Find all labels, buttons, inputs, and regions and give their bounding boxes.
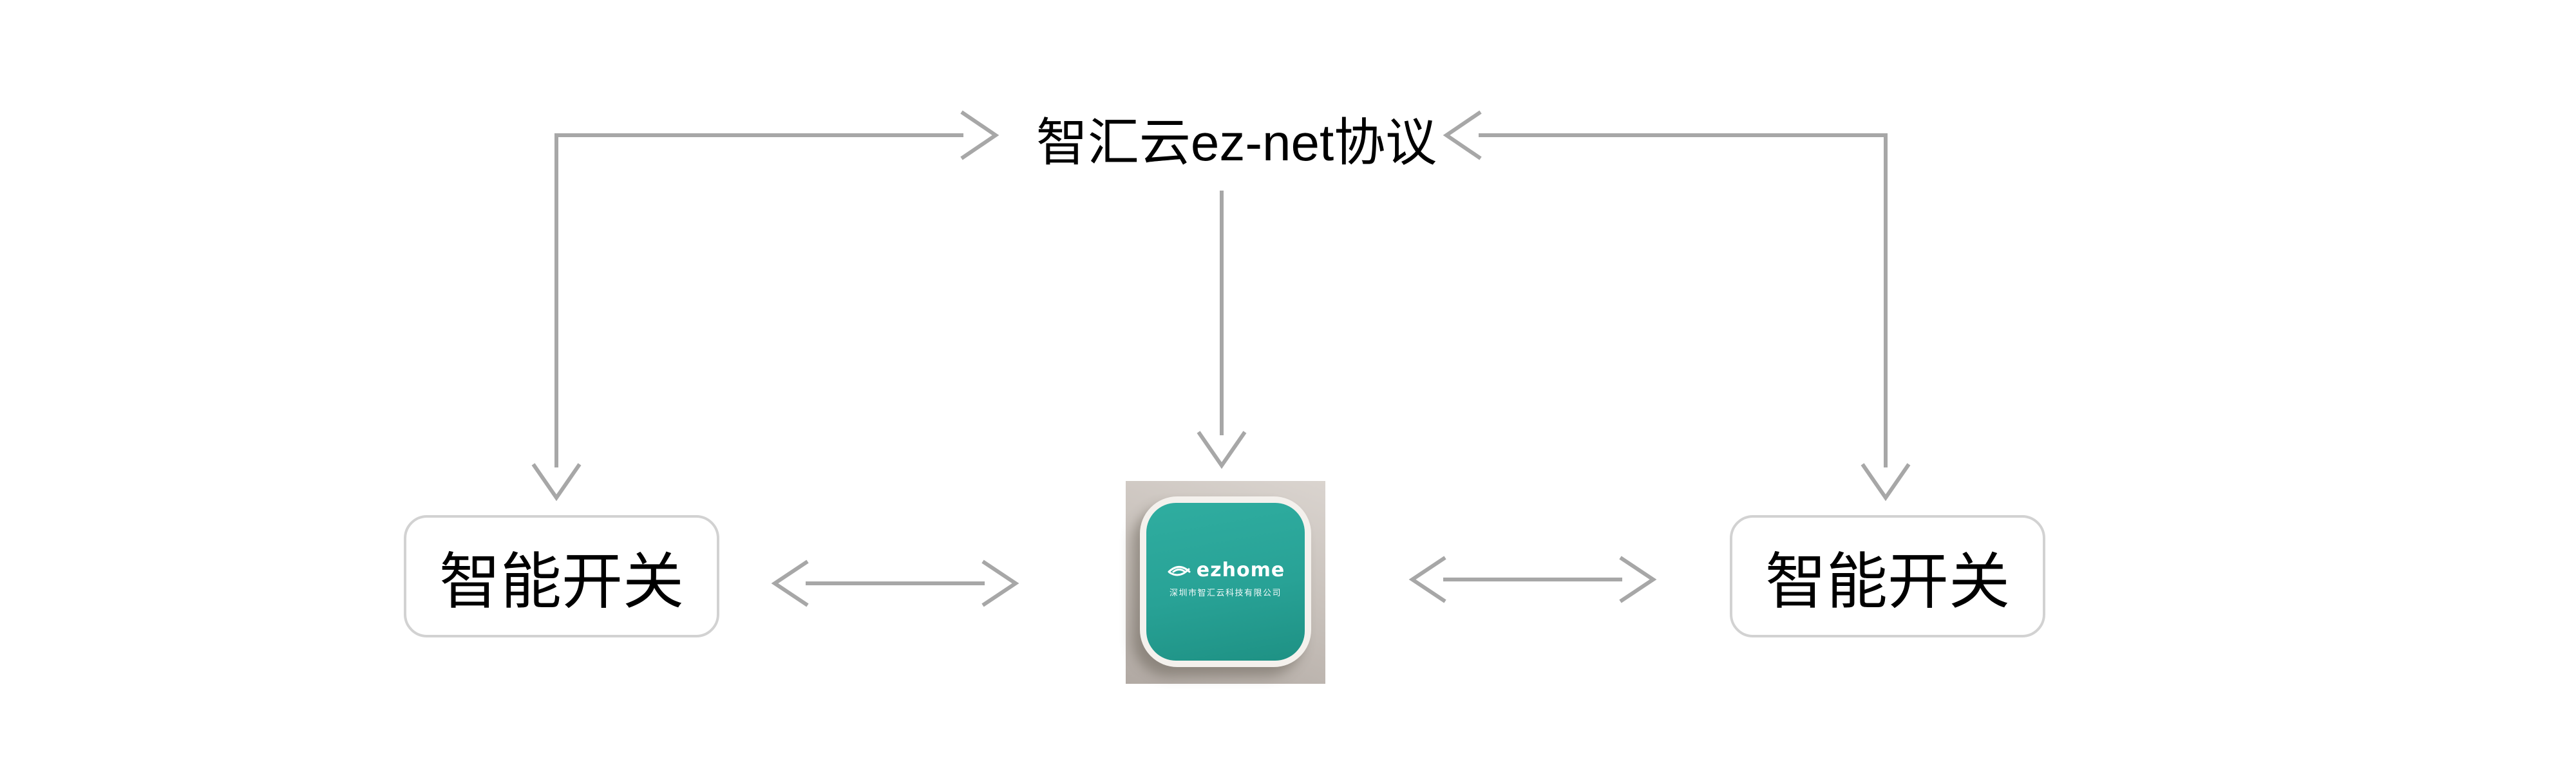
brand-name: ezhome	[1196, 559, 1285, 581]
company-name: 深圳市智汇云科技有限公司	[1169, 588, 1282, 598]
protocol-label: 智汇云ez-net协议	[1036, 114, 1437, 171]
arrowhead-left-icon	[1408, 556, 1446, 603]
smart-switch-left-label: 智能开关	[439, 547, 684, 616]
brand-logo: ezhome	[1166, 559, 1285, 581]
arrowhead-left-icon	[771, 560, 809, 607]
connector-protocol-left-switch	[531, 110, 999, 502]
arrowhead-right-icon	[1619, 556, 1657, 603]
connector-protocol-right-switch	[1443, 110, 1911, 502]
arrowhead-down-icon	[1197, 431, 1247, 469]
arrowhead-left-icon	[1443, 110, 1482, 160]
connector-line	[554, 133, 963, 467]
gateway-device-frame: ezhome 深圳市智汇云科技有限公司	[1140, 496, 1311, 667]
connector-protocol-gateway	[1197, 191, 1247, 469]
gateway-device-face: ezhome 深圳市智汇云科技有限公司	[1146, 503, 1305, 661]
smart-switch-right-label: 智能开关	[1765, 547, 2010, 616]
arrowhead-right-icon	[960, 110, 999, 160]
arrowhead-down-icon	[531, 463, 582, 502]
gateway-device-photo: ezhome 深圳市智汇云科技有限公司	[1126, 481, 1325, 684]
arrowhead-down-icon	[1861, 463, 1911, 502]
connector-gateway-right-switch	[1408, 556, 1657, 603]
wifi-arcs-icon	[1168, 565, 1191, 576]
smart-switch-box-right: 智能开关	[1730, 515, 2045, 637]
connector-line	[1479, 133, 1888, 467]
connector-left-switch-gateway	[771, 560, 1019, 607]
smart-switch-box-left: 智能开关	[404, 515, 719, 637]
arrowhead-right-icon	[981, 560, 1019, 607]
